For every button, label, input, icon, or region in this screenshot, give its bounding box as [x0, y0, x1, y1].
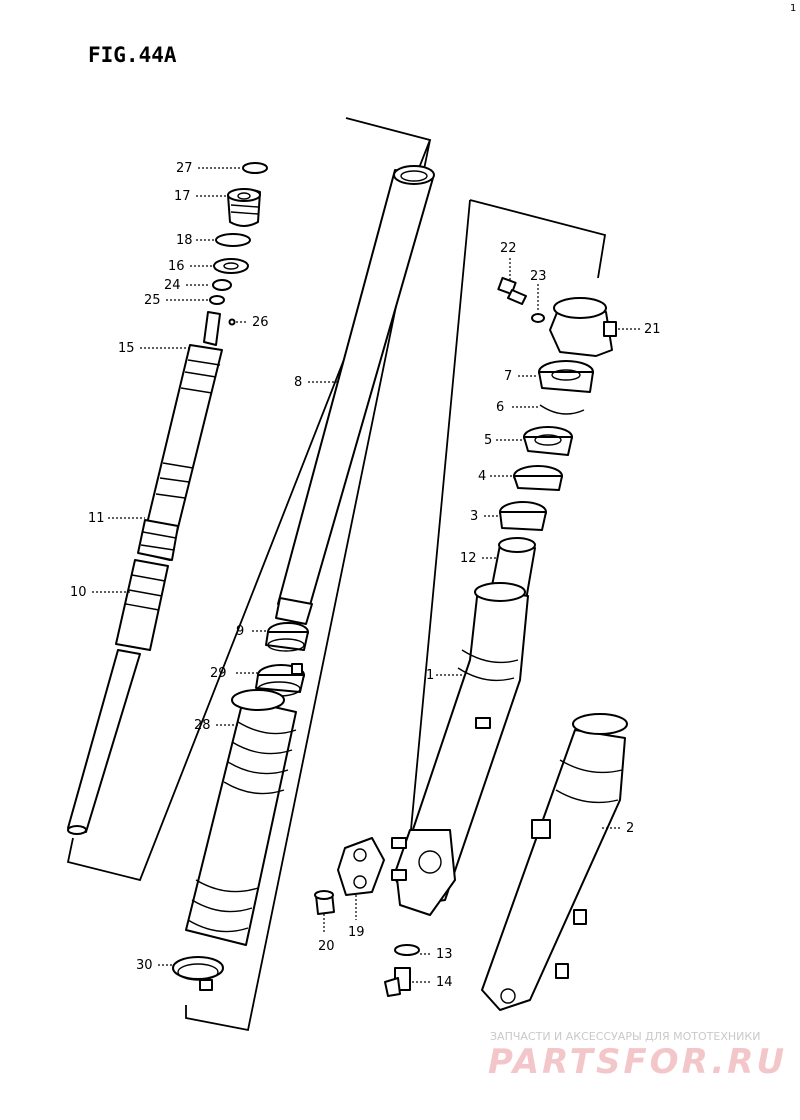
callout-9: 9: [236, 624, 244, 639]
part-14-drain-bolt: [384, 967, 411, 997]
part-8-inner-tube: [275, 165, 435, 625]
callout-labels: 27 17 18 16 24 25 26 15 11 10 8 9 29 28 …: [70, 161, 661, 990]
callout-11: 11: [88, 511, 105, 526]
part-24-nut: [212, 279, 232, 291]
damper-rod-assembly: [67, 162, 268, 835]
part-27-washer: [242, 162, 268, 174]
part-4-washer: [513, 465, 563, 491]
part-1-outer-tube: [391, 582, 529, 916]
callout-8: 8: [294, 375, 302, 390]
callout-29: 29: [210, 666, 227, 681]
part-28-fork-boot: [185, 689, 297, 946]
part-3-seal: [499, 501, 547, 531]
watermark: ЗАПЧАСТИ И АКСЕССУАРЫ ДЛЯ МОТОТЕХНИКИ PA…: [488, 1030, 787, 1082]
part-10-damper-cylinder: [115, 559, 169, 651]
frame-right-group: [469, 199, 607, 279]
callout-14: 14: [436, 975, 453, 990]
callout-16: 16: [168, 259, 185, 274]
part-18-o-ring: [215, 233, 251, 247]
callout-22: 22: [500, 241, 517, 256]
callout-4: 4: [478, 469, 486, 484]
part-11-piston-ring: [137, 519, 179, 561]
corner-mark: 1: [790, 3, 796, 14]
callout-27: 27: [176, 161, 193, 176]
figure-title: FIG.44A: [88, 43, 177, 67]
callout-28: 28: [194, 718, 211, 733]
part-9-oil-seal: [265, 622, 309, 652]
part-7-bushing: [538, 360, 594, 393]
part-19-bracket: [337, 837, 385, 896]
callout-7: 7: [504, 369, 512, 384]
callout-21: 21: [644, 322, 661, 337]
part-30-clamp: [172, 956, 224, 991]
callout-18: 18: [176, 233, 193, 248]
part-23-washer: [531, 313, 545, 323]
callout-17: 17: [174, 189, 191, 204]
callout-19: 19: [348, 925, 365, 940]
part-16-washer: [213, 258, 249, 274]
callout-1: 1: [426, 668, 434, 683]
callout-24: 24: [164, 278, 181, 293]
part-21-upper-clamp: [549, 297, 617, 357]
callout-23: 23: [530, 269, 547, 284]
leader-lines: [92, 167, 640, 983]
callout-10: 10: [70, 585, 87, 600]
part-2-outer-tube: [481, 713, 628, 1011]
callout-15: 15: [118, 341, 135, 356]
frame-right-edge: [409, 199, 471, 841]
callout-13: 13: [436, 947, 453, 962]
callout-20: 20: [318, 939, 335, 954]
part-26-ball: [228, 318, 236, 326]
part-25-ring: [209, 295, 225, 305]
part-29-clamp: [255, 663, 305, 697]
part-22-bolt: [497, 276, 527, 305]
callout-25: 25: [144, 293, 161, 308]
part-20-bolt: [314, 890, 335, 915]
callout-6: 6: [496, 400, 504, 415]
watermark-logo: PARTSFOR.RU: [488, 1042, 787, 1082]
frame-left-group: [66, 117, 432, 882]
watermark-tagline: ЗАПЧАСТИ И АКСЕССУАРЫ ДЛЯ МОТОТЕХНИКИ: [490, 1030, 760, 1043]
part-13-washer: [394, 944, 420, 956]
callout-12: 12: [460, 551, 477, 566]
part-6-ring: [539, 404, 585, 415]
part-5-bushing: [523, 426, 573, 456]
callout-5: 5: [484, 433, 492, 448]
callout-2: 2: [626, 821, 634, 836]
callout-3: 3: [470, 509, 478, 524]
frame-center-group: [185, 139, 431, 1032]
callout-30: 30: [136, 958, 153, 973]
callout-26: 26: [252, 315, 269, 330]
